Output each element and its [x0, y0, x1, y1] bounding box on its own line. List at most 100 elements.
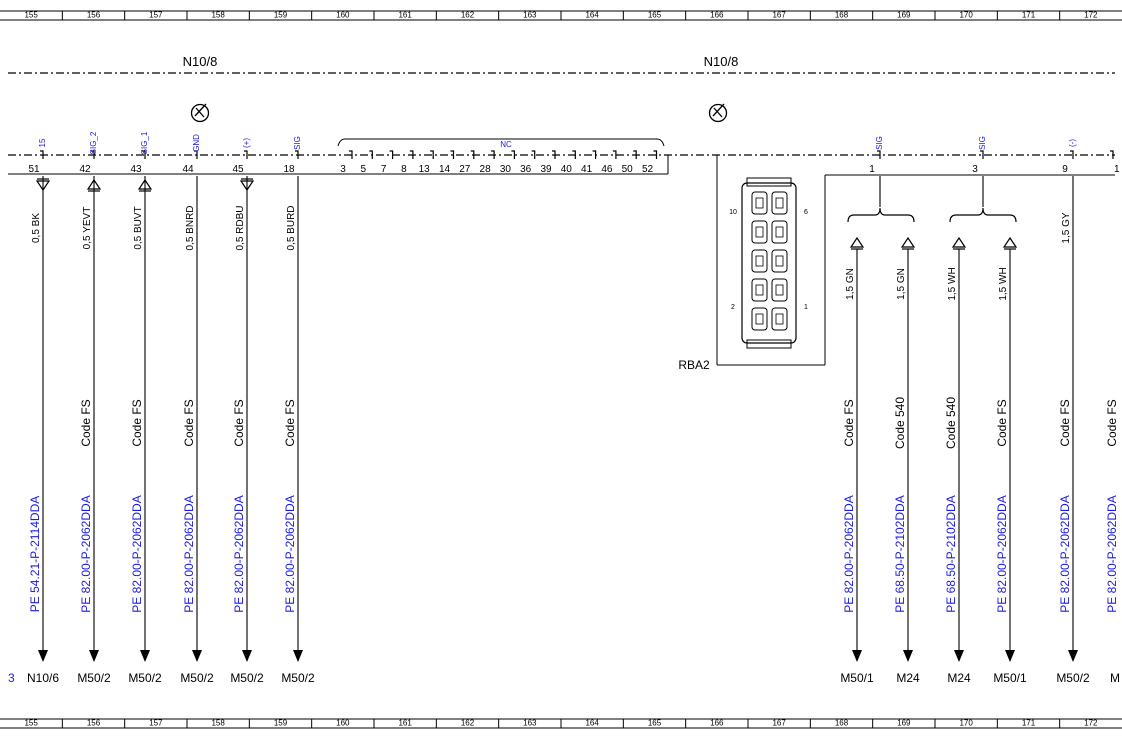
document-reference-link: PE 68.50-P-2102DDA	[893, 495, 907, 612]
pin-number: 40	[561, 164, 573, 175]
pin-marker	[470, 150, 475, 159]
pin-number: 36	[520, 164, 532, 175]
grid-column-label-top: 157	[149, 11, 163, 20]
document-reference-link: PE 68.50-P-2102DDA	[944, 495, 958, 612]
pin-number: 44	[182, 164, 194, 175]
option-code-label-partial: Code FS	[1105, 399, 1119, 446]
option-code-label: Code FS	[182, 399, 196, 446]
connector-pinout-drawing	[741, 177, 797, 349]
pin-marker	[409, 150, 414, 159]
pin-signal-label: SIG	[978, 136, 987, 150]
pin-marker	[389, 150, 394, 159]
document-reference-link: PE 82.00-P-2062DDA	[232, 495, 246, 612]
pin-number: 1	[869, 164, 875, 175]
pin-number: 18	[283, 164, 295, 175]
pin-marker	[450, 150, 455, 159]
component-label: N10/8	[704, 54, 739, 69]
grid-column-label-bottom: 155	[24, 719, 38, 728]
wire-end-arrow-icon	[89, 650, 99, 662]
pin-marker	[572, 150, 576, 159]
option-code-label: Code 540	[944, 397, 958, 449]
pin-marker	[592, 150, 597, 159]
wire-spec-label: 0,5 YEVT	[82, 207, 93, 250]
wire-spec-label: 0,5 RDBU	[235, 205, 246, 250]
pin-signal-label: SIG_2	[89, 131, 98, 154]
grid-column-label-bottom: 169	[897, 719, 911, 728]
grid-column-label-top: 164	[585, 11, 599, 20]
destination-label-partial: M	[1110, 671, 1120, 685]
pin-signal-label: (-)	[1068, 139, 1077, 147]
wire-end-arrow-icon	[903, 650, 913, 662]
grid-column-label-top: 158	[211, 11, 225, 20]
pin-marker	[980, 150, 984, 159]
grid-column-label-top: 155	[24, 11, 38, 20]
grid-column-label-bottom: 162	[461, 719, 475, 728]
pin-number: 14	[439, 164, 451, 175]
grid-column-label-top: 171	[1022, 11, 1036, 20]
grid-column-label-bottom: 165	[648, 719, 662, 728]
pin-arrow-icon	[900, 236, 916, 248]
option-code-label: Code FS	[79, 399, 93, 446]
pin-number: 27	[459, 164, 471, 175]
pin-number: 28	[480, 164, 492, 175]
pin-marker	[511, 150, 515, 159]
grid-column-label-top: 169	[897, 11, 911, 20]
grid-column-label-bottom: 171	[1022, 719, 1036, 728]
pin-arrow-icon	[849, 236, 865, 248]
pin-number-partial: 1	[1114, 164, 1120, 175]
destination-label: M24	[896, 671, 920, 685]
pin-number: 50	[622, 164, 634, 175]
connector-label: RBA2	[678, 358, 710, 372]
destination-label: N10/6	[27, 671, 59, 685]
grid-column-label-top: 161	[398, 11, 412, 20]
pin-marker	[244, 150, 248, 159]
destination-label: M50/2	[1056, 671, 1090, 685]
pin-arrow-icon	[951, 236, 967, 248]
grid-column-label-bottom: 170	[959, 719, 973, 728]
wire-spec-label: 0,5 BNRD	[185, 205, 196, 250]
wire-end-arrow-icon	[38, 650, 48, 662]
grid-column-label-bottom: 164	[585, 719, 599, 728]
pin-marker	[612, 150, 617, 159]
wire-end-arrow-icon	[852, 650, 862, 662]
pin-number: 13	[419, 164, 431, 175]
pin-marker	[491, 150, 495, 159]
grid-column-label-bottom: 168	[835, 719, 849, 728]
wire-spec-label: 0,5 BUVT	[133, 206, 144, 249]
destination-label: M24	[947, 671, 971, 685]
pin-number: 3	[340, 164, 346, 175]
option-code-label: Code FS	[1058, 399, 1072, 446]
grid-column-label-bottom: 163	[523, 719, 537, 728]
pin-signal-label: GND	[192, 134, 201, 152]
pin-number: 41	[581, 164, 593, 175]
pin-number: 8	[401, 164, 407, 175]
pin-marker	[349, 150, 353, 159]
grid-column-label-top: 159	[274, 11, 288, 20]
pin-signal-label: (+)	[242, 138, 251, 148]
grid-column-label-top: 160	[336, 11, 350, 20]
grid-column-label-bottom: 172	[1084, 719, 1098, 728]
pin-number: 43	[130, 164, 142, 175]
destination-label: M50/2	[230, 671, 264, 685]
document-reference-link-partial: PE 82.00-P-2062DDA	[1105, 495, 1119, 612]
pin-marker	[633, 150, 637, 159]
wire-spec-label: 1,5 WH	[998, 267, 1009, 300]
splice-brace	[847, 207, 915, 223]
destination-label: M50/2	[77, 671, 111, 685]
wire-spec-label: 1,5 GN	[845, 268, 856, 300]
document-reference-link: PE 82.00-P-2062DDA	[995, 495, 1009, 612]
pin-signal-label: SIG	[875, 136, 884, 150]
document-reference-link: PE 82.00-P-2062DDA	[283, 495, 297, 612]
transistor-symbol-icon	[190, 103, 210, 123]
document-reference-link: PE 82.00-P-2062DDA	[130, 495, 144, 612]
connector-pin-number: 2	[731, 304, 735, 311]
grid-column-label-top: 168	[835, 11, 849, 20]
grid-column-label-bottom: 167	[772, 719, 786, 728]
pin-marker	[531, 150, 536, 159]
document-reference-link: PE 82.00-P-2062DDA	[842, 495, 856, 612]
document-reference-link: PE 82.00-P-2062DDA	[1058, 495, 1072, 612]
document-reference-link: PE 82.00-P-2062DDA	[182, 495, 196, 612]
wire-end-arrow-icon	[293, 650, 303, 662]
pin-arrow-icon	[1002, 236, 1018, 248]
